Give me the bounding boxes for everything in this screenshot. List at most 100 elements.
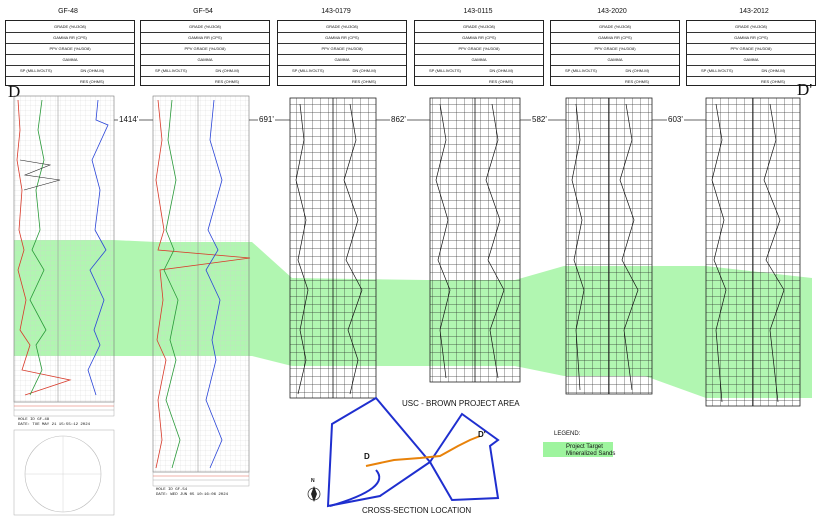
header-sp-label: SP (MILLIVOLTS) <box>155 68 187 73</box>
well-header-1: GRADE (%U3O8) GAMMA RR (CPS) PPV GRADE (%U… <box>140 20 270 86</box>
header-row-gamma: GAMMA <box>141 54 269 66</box>
header-row-ppv_grade: PPV GRADE (%U3O8) <box>141 43 269 55</box>
log-panel-gf-48 <box>13 95 115 403</box>
distance-label-3: 862' <box>390 115 407 124</box>
gf-48-plot-circle <box>13 429 115 516</box>
header-row-res: RES (OHMS) <box>415 76 543 87</box>
log-panel-143-0179 <box>289 97 377 399</box>
distance-label-2: 691' <box>258 115 275 124</box>
map-caption: CROSS-SECTION LOCATION <box>362 506 472 515</box>
header-row-sp-dn: SP (MILLIVOLTS) DN (OHM-M) <box>141 65 269 77</box>
header-row-label: GAMMA RR (CPS) <box>462 35 496 40</box>
project-area-outline-east <box>428 412 500 502</box>
header-row-gamma_rr: GAMMA RR (CPS) <box>415 32 543 44</box>
header-res-label: RES (OHMS) <box>352 79 376 84</box>
header-row-gamma: GAMMA <box>687 54 815 66</box>
header-row-sp-dn: SP (MILLIVOLTS) DN (OHM-M) <box>278 65 406 77</box>
header-row-grade: GRADE (%U3O8) <box>415 21 543 33</box>
header-res-label: RES (OHMS) <box>625 79 649 84</box>
header-row-label: GRADE (%U3O8) <box>598 24 631 29</box>
legend-item-line2: Mineralized Sands <box>566 451 616 457</box>
header-row-label: GRADE (%U3O8) <box>462 24 495 29</box>
header-row-sp-dn: SP (MILLIVOLTS)DN (OHM-M) <box>551 65 679 77</box>
header-row-label: PPV GRADE (%U3O8) <box>49 46 91 51</box>
log-panel-gf-54 <box>152 95 251 473</box>
header-row-label: GAMMA <box>197 57 213 62</box>
header-row-label: GAMMA RR (CPS) <box>598 35 632 40</box>
gf-54-log-table <box>152 471 250 487</box>
gf-54-date: DATE: WED JUN 05 10:16:06 2024 <box>156 493 229 497</box>
header-row-res: RES (OHMS) <box>551 76 679 87</box>
header-row-sp-dn: SP (MILLIVOLTS)DN (OHM-M) <box>415 65 543 77</box>
well-name-143-0179: 143-0179 <box>321 8 351 15</box>
header-sp-label: SP (MILLIVOLTS) <box>292 68 324 73</box>
header-row-ppv_grade: PPV GRADE (%U3O8) <box>551 43 679 55</box>
header-row-grade: GRADE (%U3O8) <box>6 21 134 33</box>
north-arrow-icon <box>307 486 321 502</box>
header-row-label: PPV GRADE (%U3O8) <box>594 46 636 51</box>
header-row-res: RES (OHMS) <box>278 76 406 87</box>
gf-48-log-table <box>13 401 115 417</box>
section-end-label: D' <box>797 80 813 99</box>
header-row-label: GRADE (%U3O8) <box>734 24 767 29</box>
log-panel-143-2020 <box>565 97 653 395</box>
distance-label-1: 1414' <box>118 115 140 124</box>
header-row-label: GRADE (%U3O8) <box>188 24 221 29</box>
well-header-2: GRADE (%U3O8) GAMMA RR (CPS) PPV GRADE (%U… <box>277 20 407 86</box>
header-row-gamma_rr: GAMMA RR (CPS) <box>687 32 815 44</box>
header-row-label: GRADE (%U3O8) <box>53 24 86 29</box>
header-sp-label: SP (MILLIVOLTS) <box>565 68 597 73</box>
header-row-ppv_grade: PPV GRADE (%U3O8) <box>687 43 815 55</box>
header-row-res: RES (OHMS) <box>141 76 269 87</box>
well-header-0: GRADE (%U3O8) GAMMA RR (CPS) PPV GRADE (%U… <box>5 20 135 86</box>
gf-48-date: DATE: TUE MAY 21 15:55:12 2024 <box>18 423 91 427</box>
header-row-label: PPV GRADE (%U3O8) <box>730 46 772 51</box>
header-row-label: GAMMA RR (CPS) <box>188 35 222 40</box>
location-map <box>326 396 500 508</box>
distance-label-5: 603' <box>667 115 684 124</box>
header-dn-label: DN (OHM-M) <box>80 68 104 73</box>
gf-48-hole-id: HOLE ID GF-48 <box>18 418 50 422</box>
header-row-gamma_rr: GAMMA RR (CPS) <box>278 32 406 44</box>
header-res-label: RES (OHMS) <box>80 79 104 84</box>
well-header-3: GRADE (%U3O8) GAMMA RR (CPS) PPV GRADE (%U… <box>414 20 544 86</box>
project-target-zone <box>14 240 812 398</box>
header-row-label: GAMMA <box>743 57 759 62</box>
header-row-label: GAMMA RR (CPS) <box>734 35 768 40</box>
header-row-label: GRADE (%U3O8) <box>325 24 358 29</box>
distance-label-4: 582' <box>531 115 548 124</box>
map-start-label: D <box>364 452 370 461</box>
header-row-label: PPV GRADE (%U3O8) <box>184 46 226 51</box>
header-row-label: GAMMA <box>62 57 78 62</box>
header-row-res: RES (OHMS) <box>687 76 815 87</box>
header-row-gamma: GAMMA <box>6 54 134 66</box>
header-row-label: GAMMA RR (CPS) <box>325 35 359 40</box>
legend-swatch <box>543 442 613 457</box>
well-header-4: GRADE (%U3O8) GAMMA RR (CPS) PPV GRADE (%U… <box>550 20 680 86</box>
well-header-5: GRADE (%U3O8) GAMMA RR (CPS) PPV GRADE (%U… <box>686 20 816 86</box>
header-row-gamma: GAMMA <box>415 54 543 66</box>
header-row-label: GAMMA <box>471 57 487 62</box>
header-row-gamma_rr: GAMMA RR (CPS) <box>141 32 269 44</box>
header-row-label: GAMMA RR (CPS) <box>53 35 87 40</box>
header-dn-label: DN (OHM-M) <box>215 68 239 73</box>
header-row-label: PPV GRADE (%U3O8) <box>458 46 500 51</box>
well-name-143-2012: 143-2012 <box>739 8 769 15</box>
header-sp-label: SP (MILLIVOLTS) <box>20 68 52 73</box>
header-row-gamma_rr: GAMMA RR (CPS) <box>6 32 134 44</box>
project-area-outline-west <box>326 396 432 508</box>
header-row-sp-dn: SP (MILLIVOLTS)DN (OHM-M) <box>687 65 815 77</box>
header-row-ppv_grade: PPV GRADE (%U3O8) <box>6 43 134 55</box>
header-dn-label: DN (OHM-M) <box>761 68 785 73</box>
header-row-ppv_grade: PPV GRADE (%U3O8) <box>415 43 543 55</box>
header-res-label: RES (OHMS) <box>489 79 513 84</box>
header-row-ppv_grade: PPV GRADE (%U3O8) <box>278 43 406 55</box>
legend-item-line1: Project Target <box>566 444 603 450</box>
header-row-grade: GRADE (%U3O8) <box>551 21 679 33</box>
header-row-grade: GRADE (%U3O8) <box>278 21 406 33</box>
header-dn-label: DN (OHM-M) <box>352 68 376 73</box>
header-sp-label: SP (MILLIVOLTS) <box>429 68 461 73</box>
legend-title: LEGEND: <box>554 431 581 437</box>
